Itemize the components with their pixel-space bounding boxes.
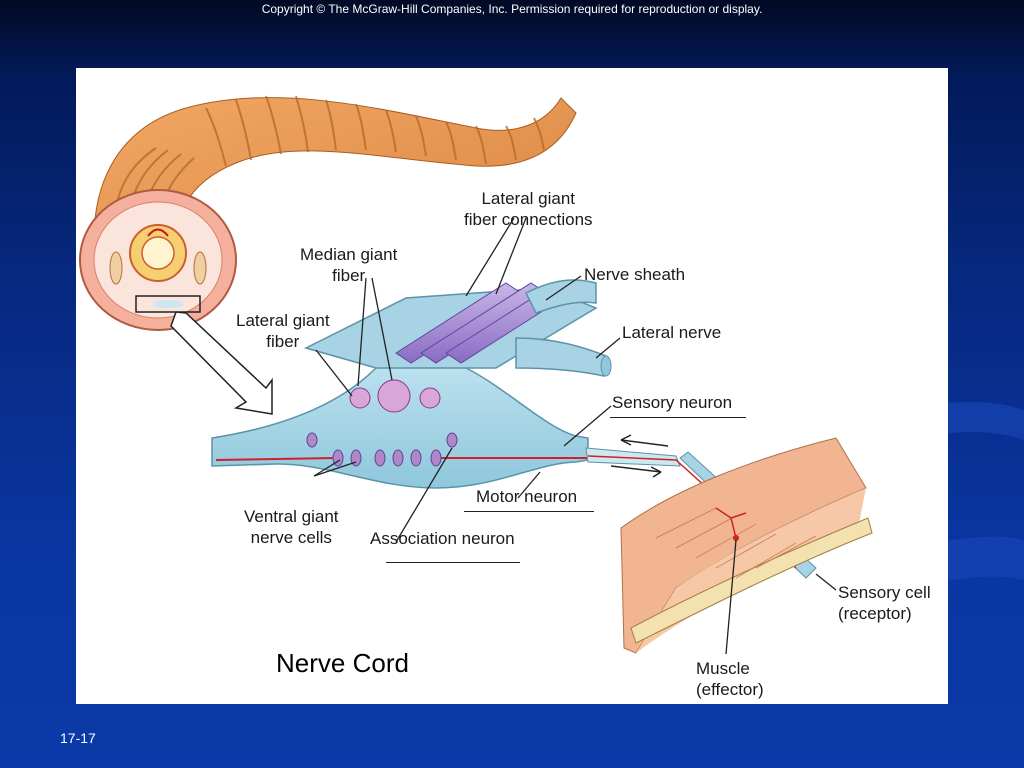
label-ventral-giant-nerve-cells-2: nerve cells xyxy=(250,528,332,547)
label-motor-neuron: Motor neuron xyxy=(476,487,578,506)
magnify-arrow xyxy=(170,311,273,415)
label-lateral-giant-fiber-connections-1: Lateral giant xyxy=(481,189,576,208)
underline-sensory-neuron xyxy=(610,417,746,418)
nerve-cord-drawing xyxy=(211,279,636,489)
underline-association-neuron xyxy=(386,562,520,563)
label-association-neuron: Association neuron xyxy=(370,529,515,548)
label-ventral-giant-nerve-cells-1: Ventral giant xyxy=(244,507,339,526)
figure-title: Nerve Cord xyxy=(276,648,409,678)
nerve-cord-figure: Lateral giant fiber connections Median g… xyxy=(76,68,948,704)
label-lateral-giant-fiber-1: Lateral giant xyxy=(236,311,330,330)
label-median-giant-fiber-2: fiber xyxy=(332,266,366,285)
label-sensory-cell-1: Sensory cell xyxy=(838,583,931,602)
label-sensory-cell-2: (receptor) xyxy=(838,604,912,623)
label-muscle-1: Muscle xyxy=(696,659,750,678)
label-sensory-neuron: Sensory neuron xyxy=(612,393,733,412)
slide-number: 17-17 xyxy=(60,730,96,746)
label-lateral-giant-fiber-2: fiber xyxy=(266,332,300,351)
body-wall-section xyxy=(620,437,873,654)
leader-lines xyxy=(313,217,837,655)
copyright-notice: Copyright © The McGraw-Hill Companies, I… xyxy=(261,2,763,16)
earthworm-nerve-illustration xyxy=(79,95,873,655)
label-lateral-nerve: Lateral nerve xyxy=(622,323,722,342)
label-muscle-2: (effector) xyxy=(696,680,764,699)
earthworm-body xyxy=(93,95,577,269)
worm-cross-section xyxy=(79,189,237,331)
label-nerve-sheath: Nerve sheath xyxy=(584,265,686,284)
label-lateral-giant-fiber-connections-2: fiber connections xyxy=(464,210,593,229)
label-median-giant-fiber-1: Median giant xyxy=(300,245,398,264)
underline-motor-neuron xyxy=(464,511,594,512)
